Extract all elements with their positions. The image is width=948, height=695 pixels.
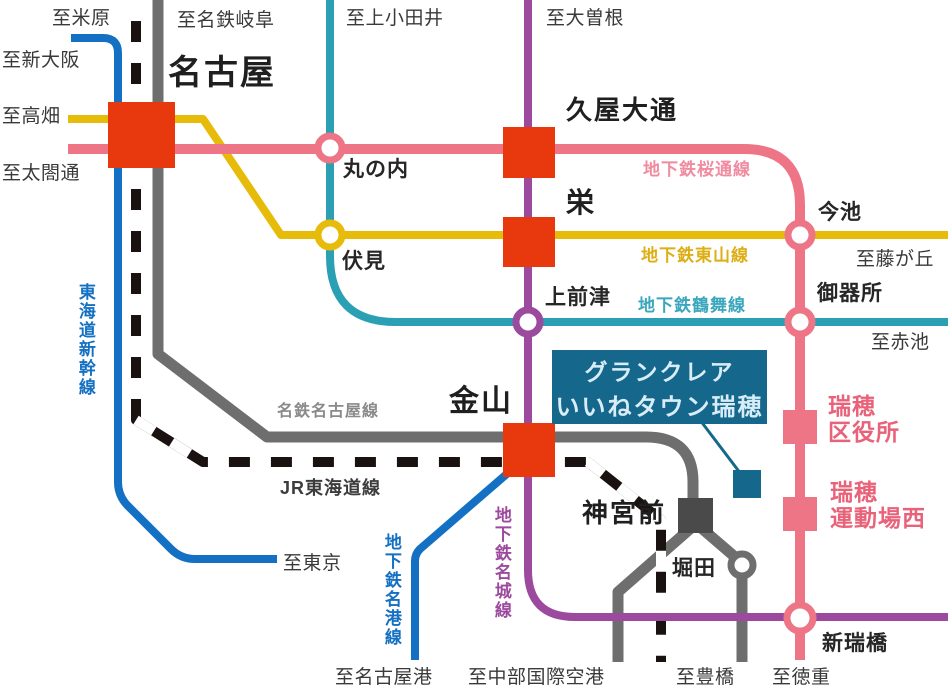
station-marker-mizuho-undojo-nishi — [783, 497, 817, 531]
project-callout-name: グランクレア — [584, 358, 735, 385]
station-label-line2: 区役所 — [828, 418, 900, 445]
dest-label-maibara: 至米原 — [52, 8, 111, 29]
dest-label-tokyo: 至東京 — [283, 553, 342, 574]
dest-label-nagoya-ko: 至名古屋港 — [335, 667, 433, 688]
station-marker-nagoya — [108, 102, 175, 168]
station-label-mizuho-undojo-nishi: 瑞穂 運動場西 — [830, 479, 926, 532]
station-circle-fushimi — [314, 219, 346, 251]
station-label-imaike: 今池 — [818, 201, 862, 224]
line-label-sakura-dori: 地下鉄桜通線 — [643, 160, 751, 179]
line-meiko-path — [411, 462, 519, 660]
line-jr-hatch-path — [131, 0, 666, 662]
line-label-shinkansen: 東海道新幹線 — [75, 283, 95, 397]
station-label-kanayama: 金山 — [449, 385, 513, 418]
station-label-nagoya: 名古屋 — [168, 54, 276, 92]
line-meitetsu-toyohashi-path — [695, 521, 748, 662]
line-label-higashiyama: 地下鉄東山線 — [641, 246, 749, 265]
station-marker-jingu-mae — [678, 498, 713, 533]
station-label-kamimaezu: 上前津 — [545, 286, 611, 309]
station-label-marunouchi: 丸の内 — [343, 158, 409, 181]
line-label-meitetsu-nagoya: 名鉄名古屋線 — [277, 403, 380, 420]
line-tsurumai-path — [326, 0, 948, 326]
station-circle-gokiso — [784, 306, 816, 338]
project-location-marker — [733, 470, 761, 498]
station-label-line2: 運動場西 — [830, 504, 926, 531]
line-label-jr-tokaido: JR東海道線 — [280, 478, 382, 498]
station-label-jingu-mae: 神宮前 — [582, 498, 667, 528]
dest-label-takabata: 至高畑 — [2, 106, 61, 127]
station-label-line1: 瑞穂 — [828, 393, 876, 419]
dest-label-shin-osaka: 至新大阪 — [2, 50, 81, 71]
line-label-tsurumai: 地下鉄鶴舞線 — [638, 296, 746, 315]
dest-label-akaike: 至赤池 — [871, 332, 930, 353]
station-marker-hisaya-odori — [503, 127, 555, 178]
line-shinkansen-path — [71, 34, 277, 563]
station-label-line1: 瑞穂 — [830, 479, 878, 505]
line-label-meiko: 地下鉄名港線 — [381, 533, 401, 647]
station-circle-aratama-bashi — [783, 601, 817, 635]
project-callout-subtitle: いいねタウン瑞穂 — [555, 393, 764, 421]
station-label-hisaya-odori: 久屋大通 — [566, 95, 679, 125]
station-label-mizuho-kuyakusho: 瑞穂 区役所 — [828, 393, 900, 446]
station-label-fushimi: 伏見 — [342, 250, 386, 273]
line-sakuradori-path — [68, 144, 805, 660]
dest-label-fujigaoka: 至藤が丘 — [856, 249, 935, 270]
station-circle-horita — [727, 550, 757, 580]
station-label-gokiso: 御器所 — [817, 282, 883, 305]
station-marker-kanayama — [503, 423, 555, 477]
project-callout-box: グランクレア いいねタウン瑞穂 — [552, 350, 767, 424]
line-meijo-path — [524, 0, 948, 621]
station-circle-kamimaezu — [512, 306, 544, 338]
line-label-meijo: 地下鉄名城線 — [491, 506, 511, 620]
station-marker-mizuho-kuyakusho — [783, 410, 817, 444]
dest-label-kami-otai: 至上小田井 — [346, 8, 444, 29]
dest-label-centrair: 至中部国際空港 — [468, 667, 605, 688]
station-label-aratama-bashi: 新瑞橋 — [822, 632, 888, 655]
station-circle-marunouchi — [314, 132, 346, 164]
dest-label-taiko-dori: 至太閤通 — [2, 163, 81, 184]
station-circle-imaike — [784, 219, 816, 251]
station-label-sakae: 栄 — [566, 187, 597, 218]
dest-label-meitetsu-gifu: 至名鉄岐阜 — [177, 10, 275, 31]
dest-label-tokushige: 至徳重 — [772, 667, 831, 688]
dest-label-toyohashi: 至豊橋 — [676, 667, 735, 688]
station-marker-sakae — [503, 217, 555, 267]
line-meitetsu-airport-path — [612, 523, 695, 662]
station-label-horita: 堀田 — [672, 557, 716, 580]
dest-label-ozone: 至大曽根 — [546, 8, 625, 29]
